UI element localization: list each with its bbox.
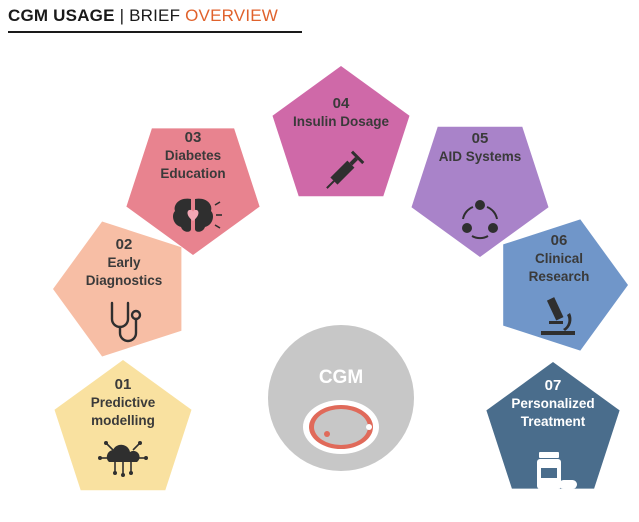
syringe-icon [326,150,365,189]
item-label-line: modelling [91,413,155,428]
page-title: CGM USAGE | BRIEF OVERVIEW [8,6,278,26]
item-label-line: Diagnostics [86,273,163,288]
item-label-line: Treatment [521,414,586,429]
item-number: 04 [333,95,350,112]
item-number: 05 [472,130,489,147]
stethoscope-icon [110,301,142,343]
pentagon-02 [53,221,182,357]
sensor-icon [303,400,379,454]
item-label-line: Clinical [535,251,583,266]
title-main: CGM USAGE [8,6,115,25]
pentagon-03 [126,128,260,255]
pentagon-07 [486,362,620,489]
item-label-line: Research [529,269,590,284]
brain-heart-icon [173,198,222,232]
item-label-line: Education [160,166,225,181]
item-number: 02 [116,236,133,253]
title-accent: OVERVIEW [185,6,279,25]
microscope-icon [541,297,575,335]
item-number: 01 [115,376,132,393]
item-label-line: Diabetes [165,148,221,163]
pentagon-06 [503,219,628,351]
title-brief: BRIEF [129,6,186,25]
item-number: 07 [545,377,562,394]
item-label-line: Personalized [511,396,594,411]
item-label-line: Early [107,255,141,270]
item-label-line: Predictive [91,395,156,410]
item-number: 06 [551,232,568,249]
title-underline [8,31,302,33]
pentagon-01 [54,360,192,491]
cgm-center: CGM [268,325,414,471]
cycle-icon [462,200,498,240]
cloud-network-icon [98,441,148,477]
pentagon-05 [411,126,549,257]
item-number: 03 [185,129,202,146]
cgm-center-label: CGM [319,367,363,388]
pentagon-04 [272,66,410,197]
title-separator: | [114,6,130,25]
item-label-line: Insulin Dosage [293,114,390,129]
pill-bottle-icon [537,452,577,489]
item-label-line: AID Systems [439,149,522,164]
